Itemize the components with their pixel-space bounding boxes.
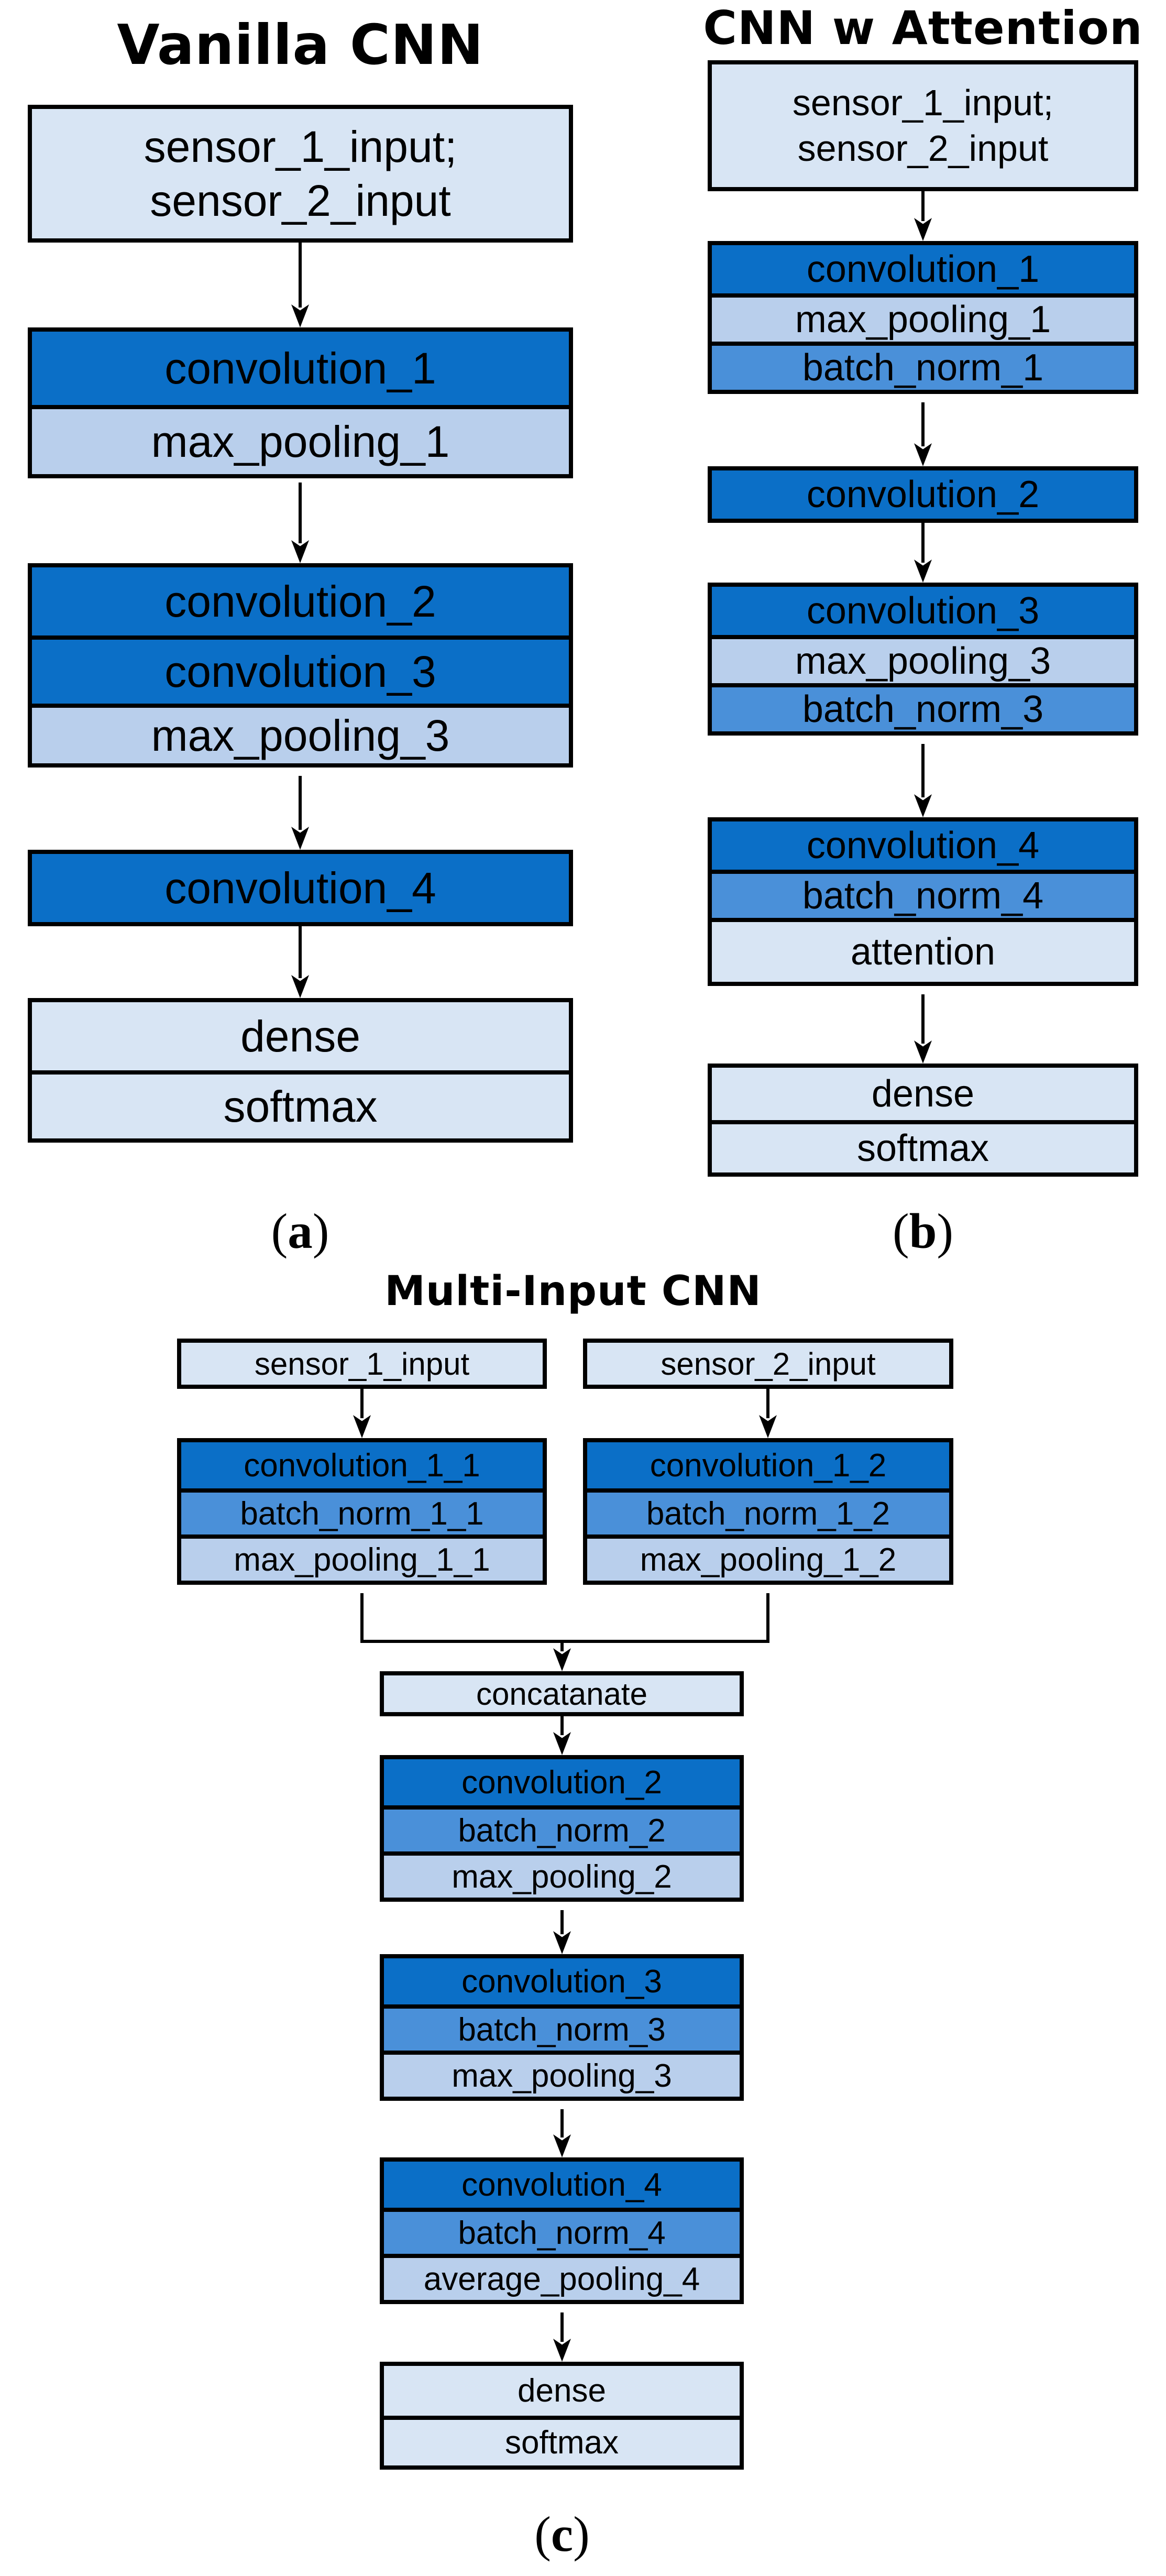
- multi-block-2: convolution_2 batch_norm_2 max_pooling_2: [380, 1755, 744, 1902]
- layer-max-pooling-1: max_pooling_1: [712, 293, 1134, 342]
- arrow-down: [291, 483, 309, 563]
- arrow-down: [914, 191, 932, 241]
- attention-input-line2: sensor_2_input: [797, 128, 1049, 169]
- layer-max-pooling-2: max_pooling_2: [384, 1851, 740, 1898]
- arrow-down: [291, 776, 309, 850]
- arrow-down: [914, 402, 932, 466]
- subfigure-label-a: (a): [271, 1203, 329, 1259]
- layer-convolution-1: convolution_1: [32, 332, 569, 405]
- arrow-down: [553, 2109, 571, 2157]
- subfigure-label-c: (c): [534, 2506, 590, 2562]
- layer-batch-norm-1-2: batch_norm_1_2: [587, 1488, 949, 1534]
- layer-max-pooling-3: max_pooling_3: [712, 635, 1134, 683]
- attention-block-output: dense softmax: [708, 1064, 1138, 1177]
- layer-concatanate: concatanate: [476, 1676, 647, 1712]
- multi-input1-box: sensor_1_input: [177, 1339, 547, 1389]
- layer-convolution-3: convolution_3: [712, 587, 1134, 635]
- layer-batch-norm-3: batch_norm_3: [712, 683, 1134, 731]
- layer-batch-norm-3: batch_norm_3: [384, 2004, 740, 2051]
- arrow-down: [553, 1643, 571, 1671]
- cnn-attention-title: CNN w Attention: [703, 1, 1143, 55]
- multi-input-cnn-title: Multi-Input CNN: [384, 1268, 762, 1315]
- multi-block-3: convolution_3 batch_norm_3 max_pooling_3: [380, 1954, 744, 2101]
- layer-convolution-4: convolution_4: [384, 2162, 740, 2208]
- vanilla-block-2: convolution_2 convolution_3 max_pooling_…: [28, 563, 573, 768]
- multi-input2-box: sensor_2_input: [583, 1339, 953, 1389]
- layer-max-pooling-1-2: max_pooling_1_2: [587, 1534, 949, 1581]
- layer-convolution-2: convolution_2: [384, 1759, 740, 1805]
- layer-convolution-2: convolution_2: [32, 567, 569, 635]
- layer-dense: dense: [384, 2366, 740, 2416]
- attention-input-box: sensor_1_input; sensor_2_input: [708, 60, 1138, 191]
- multi-branch2-block: convolution_1_2 batch_norm_1_2 max_pooli…: [583, 1438, 953, 1585]
- layer-attention: attention: [712, 918, 1134, 982]
- multi-block-output: dense softmax: [380, 2362, 744, 2470]
- layer-batch-norm-4: batch_norm_4: [384, 2208, 740, 2254]
- merge-line-right: [766, 1593, 769, 1643]
- attention-block-4: convolution_4 batch_norm_4 attention: [708, 817, 1138, 986]
- subfigure-label-b: (b): [892, 1203, 954, 1259]
- vanilla-cnn-title: Vanilla CNN: [117, 13, 484, 77]
- vanilla-block-3: convolution_4: [28, 850, 573, 926]
- vanilla-input-box: sensor_1_input; sensor_2_input: [28, 105, 573, 243]
- arrow-down: [553, 1910, 571, 1954]
- layer-softmax: softmax: [32, 1070, 569, 1138]
- layer-convolution-1-2: convolution_1_2: [587, 1442, 949, 1488]
- vanilla-block-1: convolution_1 max_pooling_1: [28, 327, 573, 478]
- layer-convolution-3: convolution_3: [32, 635, 569, 704]
- layer-batch-norm-1-1: batch_norm_1_1: [181, 1488, 543, 1534]
- arrow-down: [914, 994, 932, 1064]
- layer-softmax: softmax: [712, 1120, 1134, 1172]
- layer-convolution-4: convolution_4: [32, 854, 569, 922]
- layer-batch-norm-1: batch_norm_1: [712, 342, 1134, 390]
- arrow-down: [353, 1389, 371, 1438]
- layer-dense: dense: [712, 1068, 1134, 1120]
- multi-concatenate-box: concatanate: [380, 1671, 744, 1716]
- arrow-down: [553, 2312, 571, 2362]
- multi-branch1-block: convolution_1_1 batch_norm_1_1 max_pooli…: [177, 1438, 547, 1585]
- attention-input-line1: sensor_1_input;: [792, 82, 1054, 123]
- layer-batch-norm-2: batch_norm_2: [384, 1805, 740, 1851]
- layer-convolution-1-1: convolution_1_1: [181, 1442, 543, 1488]
- arrow-down: [291, 243, 309, 327]
- layer-softmax: softmax: [384, 2416, 740, 2465]
- layer-convolution-1: convolution_1: [712, 245, 1134, 293]
- attention-block-2: convolution_2: [708, 466, 1138, 523]
- merge-line-left: [360, 1593, 364, 1643]
- arrow-down: [553, 1716, 571, 1755]
- layer-max-pooling-3: max_pooling_3: [32, 704, 569, 763]
- multi-block-4: convolution_4 batch_norm_4 average_pooli…: [380, 2157, 744, 2304]
- layer-max-pooling-1: max_pooling_1: [32, 405, 569, 474]
- vanilla-input-line1: sensor_1_input;: [144, 122, 457, 172]
- attention-block-3: convolution_3 max_pooling_3 batch_norm_3: [708, 583, 1138, 736]
- arrow-down: [914, 744, 932, 817]
- vanilla-input-line2: sensor_2_input: [150, 176, 451, 225]
- layer-convolution-3: convolution_3: [384, 1958, 740, 2004]
- layer-convolution-4: convolution_4: [712, 821, 1134, 870]
- arrow-down: [759, 1389, 777, 1438]
- sensor-1-input: sensor_1_input: [254, 1346, 470, 1382]
- layer-dense: dense: [32, 1002, 569, 1070]
- attention-block-1: convolution_1 max_pooling_1 batch_norm_1: [708, 241, 1138, 394]
- merge-line-horizontal: [360, 1640, 769, 1643]
- layer-average-pooling-4: average_pooling_4: [384, 2254, 740, 2300]
- layer-max-pooling-1-1: max_pooling_1_1: [181, 1534, 543, 1581]
- sensor-2-input: sensor_2_input: [661, 1346, 876, 1382]
- layer-convolution-2: convolution_2: [712, 470, 1134, 519]
- vanilla-block-output: dense softmax: [28, 998, 573, 1143]
- layer-max-pooling-3: max_pooling_3: [384, 2051, 740, 2097]
- layer-batch-norm-4: batch_norm_4: [712, 870, 1134, 918]
- arrow-down: [914, 523, 932, 583]
- arrow-down: [291, 926, 309, 998]
